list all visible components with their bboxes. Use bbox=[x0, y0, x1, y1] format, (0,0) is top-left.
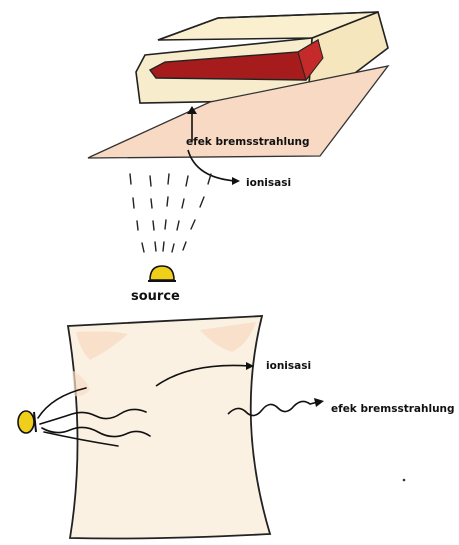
ionization-label-top: ionisasi bbox=[246, 177, 291, 189]
radiation-dashes bbox=[130, 174, 211, 252]
brems-label-bottom: efek bremsstrahlung bbox=[331, 403, 455, 415]
source-label: source bbox=[131, 289, 180, 304]
radiation-source-top bbox=[148, 266, 176, 281]
tissue-sheet bbox=[68, 316, 270, 539]
brems-label-top: efek bremsstrahlung bbox=[186, 136, 310, 148]
stray-dot bbox=[403, 479, 406, 482]
radiation-source-bottom bbox=[18, 411, 36, 433]
ionization-label-bottom: ionisasi bbox=[266, 360, 311, 372]
